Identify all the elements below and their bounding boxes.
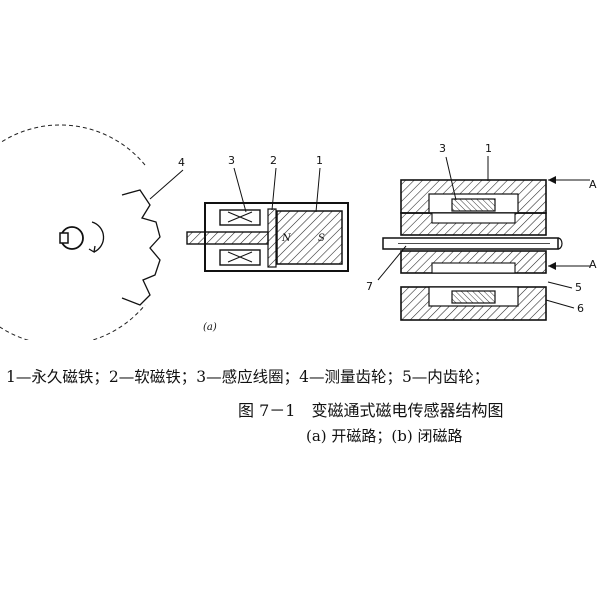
diagram-b-closed-circuit: A A 3 1 7 5 6 <box>366 142 597 321</box>
permanent-magnet <box>276 210 343 265</box>
label-b-1: 1 <box>485 142 492 155</box>
label-4: 4 <box>178 156 185 169</box>
label-b-6: 6 <box>577 302 584 315</box>
label-1: 1 <box>316 154 323 167</box>
figure-legend: 1—永久磁铁；2—软磁铁；3—感应线圈；4—测量齿轮；5—内齿轮； <box>6 368 490 386</box>
coil-lower <box>219 249 261 266</box>
sub-label-a: (a) <box>203 322 217 333</box>
gear-dashed-outline <box>0 124 146 340</box>
figure-subtitle: (a) 开磁路；(b) 闭磁路 <box>306 427 463 445</box>
pole-n-label: N <box>281 233 292 244</box>
coil-top <box>451 198 496 212</box>
coil-upper <box>219 209 261 226</box>
label-b-7: 7 <box>366 280 373 293</box>
pole-s-label: S <box>318 233 325 244</box>
label-b-5: 5 <box>575 281 582 294</box>
section-label-bottom: A <box>589 258 597 271</box>
section-label-top: A <box>589 178 597 191</box>
pole-rod <box>186 231 269 245</box>
sensor-structure-figure: 4 N S 3 2 1 (a) <box>0 124 597 340</box>
label-b-3: 3 <box>439 142 446 155</box>
measuring-gear-teeth <box>121 189 161 306</box>
section-mark-top: A <box>548 176 597 191</box>
diagram-a-open-circuit: 4 N S 3 2 1 (a) <box>0 124 349 340</box>
section-mark-bottom: A <box>548 258 597 271</box>
figure-title: 图 7－1 变磁通式磁电传感器结构图 <box>238 401 504 420</box>
label-3: 3 <box>228 154 235 167</box>
shaft-keyway-icon <box>59 221 105 254</box>
soft-iron-core <box>267 208 277 268</box>
label-2: 2 <box>270 154 277 167</box>
coil-bottom <box>451 290 496 304</box>
